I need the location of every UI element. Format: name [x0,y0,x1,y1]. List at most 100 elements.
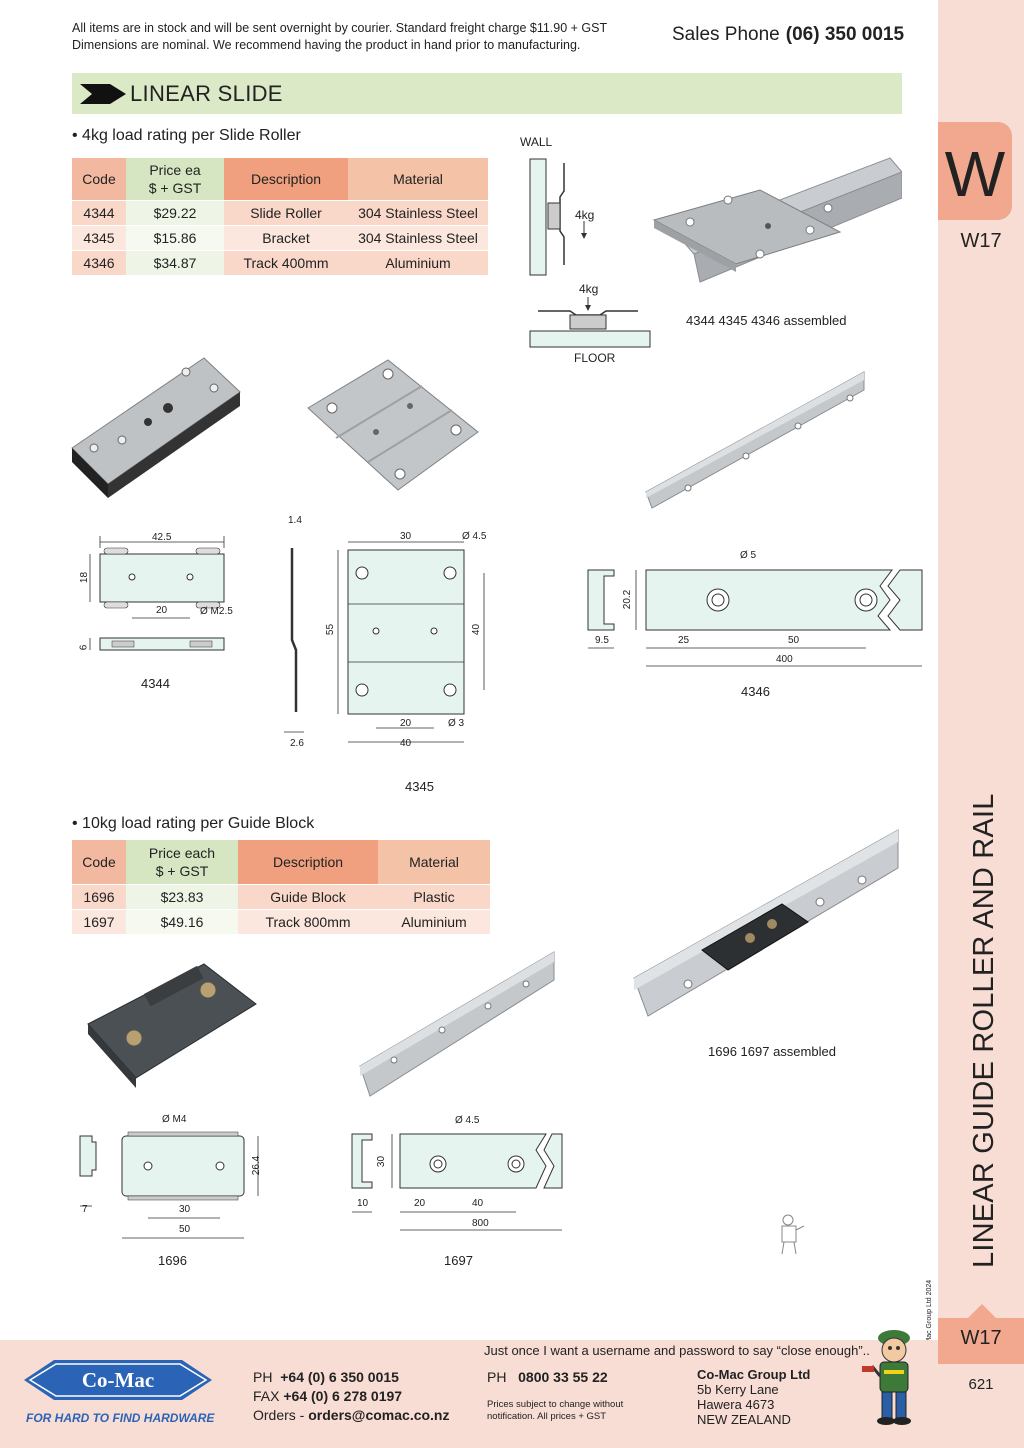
dim-4346-pitch: 50 [788,635,800,646]
track-400-image [645,371,865,509]
cell-code: 4345 [72,224,126,250]
product-table-1: Code Price ea$ + GST Description Materia… [72,158,488,275]
th-code: Code [72,840,126,884]
cell-price: $23.83 [126,883,238,909]
page-number: 621 [968,1376,994,1393]
dim-1697-pitch: 40 [472,1198,484,1209]
th-price: Price each$ + GST [126,840,238,884]
footer-tagline: Just once I want a username and password… [484,1343,870,1358]
cell-description: Track 400mm [224,249,348,275]
dim-4345-pitch: 20 [400,718,412,729]
table-row: 4346 $34.87 Track 400mm Aluminium [72,249,488,275]
cell-code: 4344 [72,199,126,225]
dim-1697-first: 20 [414,1198,426,1209]
footer-freephone: PH 0800 33 55 22 [487,1369,608,1385]
dim-1696-pitch: 30 [179,1204,191,1215]
dim-1696-width: 50 [179,1224,191,1235]
dim-4344-height: 18 [79,571,91,584]
bracket-image [307,359,479,491]
track-800-image [359,951,555,1097]
th-material: Material [348,158,488,200]
section-code-top: W17 [960,230,1002,252]
dim-1697-edge: 10 [357,1198,369,1209]
cell-code: 1697 [72,908,126,934]
dim-4344-width: 42.5 [152,532,172,543]
caption-4346: 4346 [741,684,770,699]
footer-disclaimer: Prices subject to change without notific… [487,1399,624,1422]
header-notice: All items are in stock and will be sent … [72,20,652,54]
dim-4345-hole-small: Ø 3 [448,718,465,729]
comac-logo[interactable]: Co-Mac [24,1356,212,1404]
cell-description: Slide Roller [224,199,348,225]
section-tab [938,122,1012,220]
footer-orders-email[interactable]: orders@comac.co.nz [308,1407,450,1423]
vertical-title: LINEAR GUIDE ROLLER AND RAIL [968,793,1000,1268]
arrow-right-icon [80,84,126,104]
cell-price: $15.86 [126,224,224,250]
section-tab-bottom [938,1318,1024,1364]
dim-4346-length: 400 [776,654,793,665]
footer-orders: Orders - orders@comac.co.nz [253,1407,450,1423]
dim-4345-thick: 1.4 [288,515,302,526]
mounting-diagram [529,158,651,348]
footer-fax-number[interactable]: +64 (0) 6 278 0197 [283,1388,403,1404]
footer-fax: FAX +64 (0) 6 278 0197 [253,1388,403,1404]
mascot-sketch-icon [781,1214,805,1255]
caption-4344: 4344 [141,676,170,691]
footer-ph-number[interactable]: +64 (0) 6 350 0015 [280,1369,399,1385]
th-material: Material [378,840,490,884]
cell-price: $49.16 [126,908,238,934]
cell-material: 304 Stainless Steel [348,224,488,250]
wall-label: WALL [520,135,553,149]
product-table-2: Code Price each$ + GST Description Mater… [72,840,490,934]
assembled-caption-1: 4344 4345 4346 assembled [686,313,847,328]
footer-freephone-number[interactable]: 0800 33 55 22 [518,1369,608,1385]
section-code-bottom: W17 [960,1327,1002,1349]
dim-1696-hole: Ø M4 [162,1114,187,1125]
caption-4345: 4345 [405,779,434,794]
dim-4344-thickness: 6 [78,644,90,651]
dim-4346-height: 20.2 [622,589,634,610]
cell-material: 304 Stainless Steel [348,199,488,225]
assembled-caption-2: 1696 1697 assembled [708,1044,836,1059]
sales-phone-number[interactable]: (06) 350 0015 [785,24,905,45]
floor-label: FLOOR [574,351,616,365]
cell-description: Bracket [224,224,348,250]
caption-1696: 1696 [158,1253,187,1268]
drawing-4345 [284,541,485,743]
dim-1696-height: 26.4 [251,1155,263,1176]
dim-4345-width: 40 [400,738,412,749]
dim-4345-height: 55 [325,623,337,636]
mascot-icon [862,1330,911,1425]
sales-phone-label: Sales Phone [672,24,780,45]
table-row: 1697 $49.16 Track 800mm Aluminium [72,908,490,934]
footer-ph: PH +64 (0) 6 350 0015 [253,1369,399,1385]
dim-4345-inner: 40 [471,623,483,636]
th-description: Description [238,840,378,884]
dim-4345-offset: 2.6 [290,738,304,749]
cell-code: 4346 [72,249,126,275]
cell-description: Guide Block [238,883,378,909]
assembled-image-2 [633,829,899,1017]
drawing-4346 [587,569,923,667]
drawing-1697 [351,1133,563,1231]
sidebar [938,0,1024,1448]
dim-4346-first: 25 [678,635,690,646]
dim-4346-edge: 9.5 [595,635,609,646]
dim-1697-length: 800 [472,1218,489,1229]
table-row: 1696 $23.83 Guide Block Plastic [72,883,490,909]
drawing-4344 [89,536,225,651]
footer-address: Co-Mac Group Ltd 5b Kerry Lane Hawera 46… [697,1367,811,1427]
load-label-top: 4kg [579,282,599,296]
table-row: 4345 $15.86 Bracket 304 Stainless Steel [72,224,488,250]
section2-bullet: • 10kg load rating per Guide Block [72,815,315,832]
th-code: Code [72,158,126,200]
cell-material: Aluminium [378,908,490,934]
cell-material: Plastic [378,883,490,909]
slide-roller-image [71,357,241,498]
section-letter: W [944,138,1006,210]
cell-material: Aluminium [348,249,488,275]
footer-contact: PH +64 (0) 6 350 0015 FAX +64 (0) 6 278 … [253,1368,450,1425]
guide-block-image [87,963,257,1088]
logo-tagline: FOR HARD TO FIND HARDWARE [26,1411,215,1425]
